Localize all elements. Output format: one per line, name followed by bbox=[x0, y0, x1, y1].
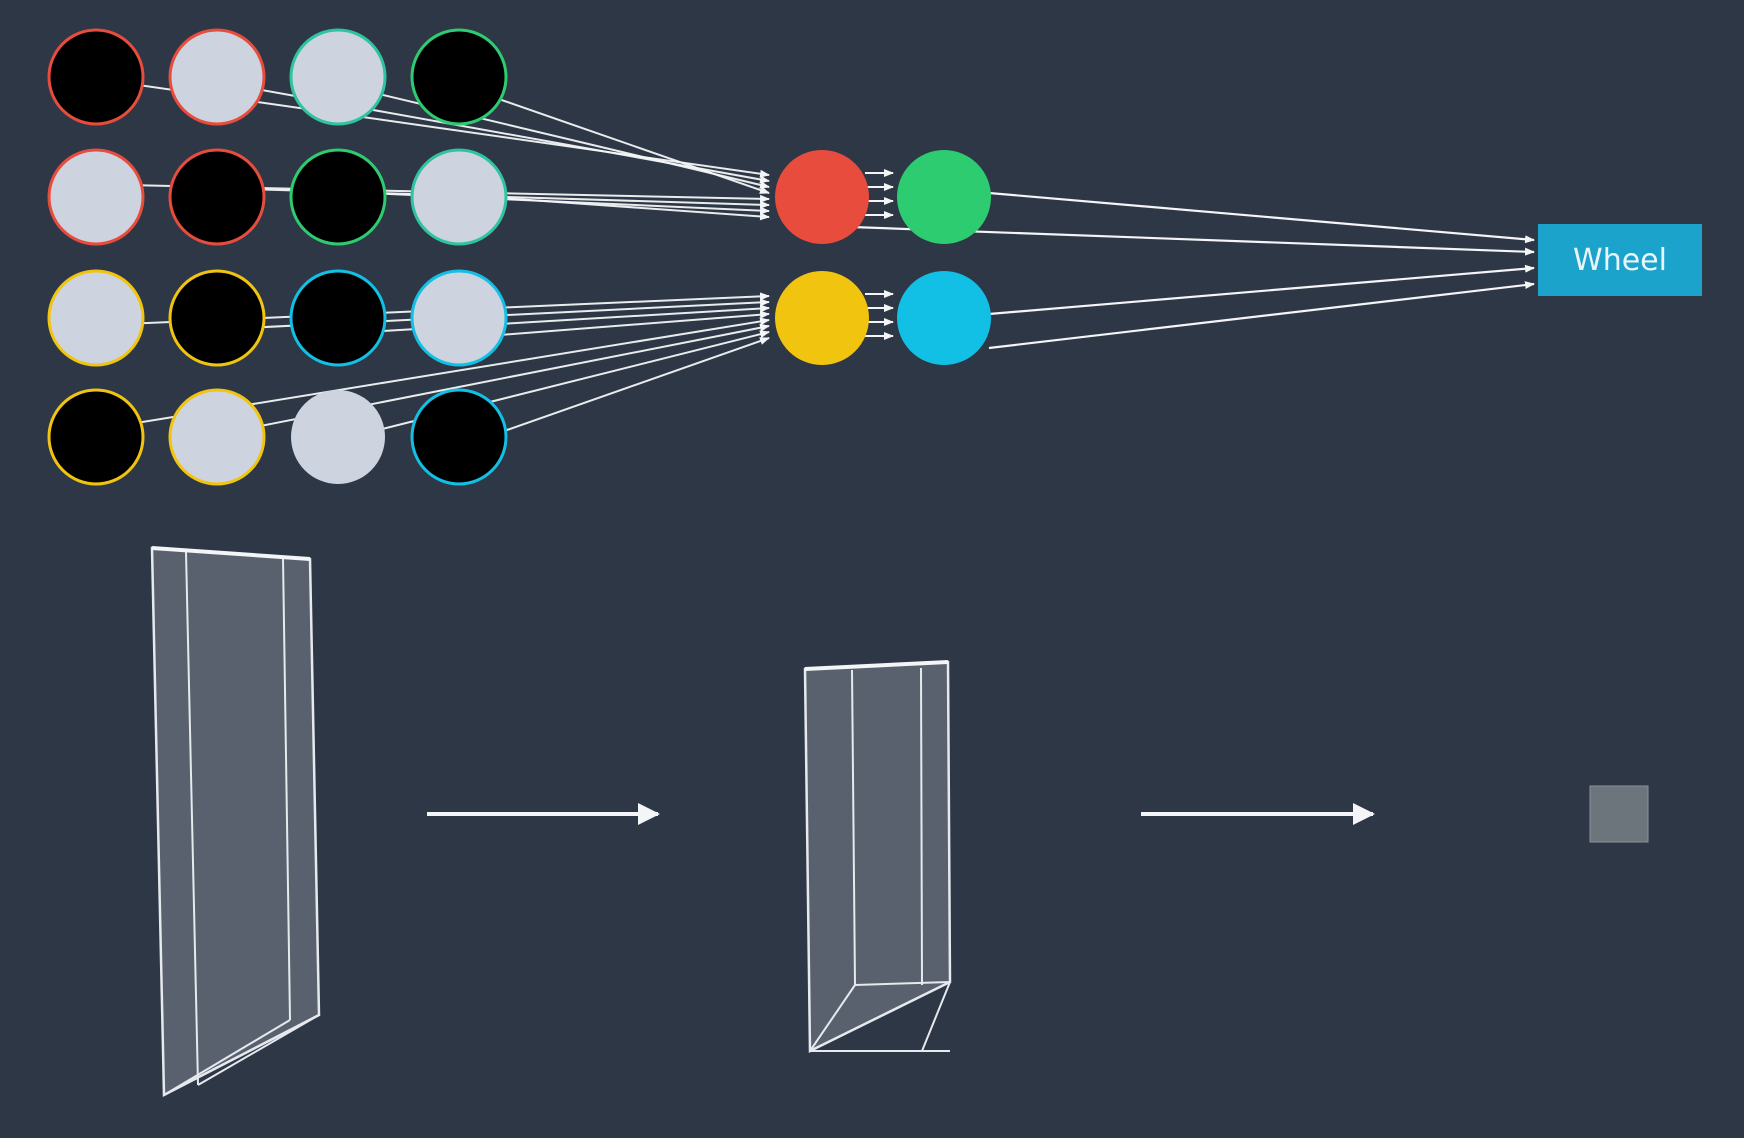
input-node-dark bbox=[47, 388, 145, 486]
tall-slab-top-edge bbox=[151, 546, 311, 561]
output-connection-line bbox=[988, 264, 1535, 316]
connection-lines bbox=[124, 82, 1535, 438]
wheel-label: Wheel bbox=[1573, 243, 1667, 278]
wheel-box-background bbox=[1538, 224, 1702, 296]
feature-node-yellow bbox=[775, 271, 869, 365]
input-node-light bbox=[289, 28, 387, 126]
tall-slab-edge-inner-left bbox=[185, 551, 199, 1086]
feature-node-cyan bbox=[897, 271, 991, 365]
output-wheel-box: Wheel bbox=[1538, 224, 1702, 296]
input-node-light bbox=[47, 148, 145, 246]
input-node-dark bbox=[168, 148, 266, 246]
tall-slab-edge-bottom-inner bbox=[197, 1014, 320, 1086]
tall-slab-front-face bbox=[150, 546, 321, 1098]
input-connection-line bbox=[486, 94, 770, 194]
input-node-dark bbox=[47, 28, 145, 126]
input-node-dark bbox=[168, 269, 266, 367]
input-node-light bbox=[47, 269, 145, 367]
medium-box-front-face bbox=[803, 660, 952, 1053]
input-node-dark bbox=[410, 28, 508, 126]
input-node-dark bbox=[410, 388, 508, 486]
output-connection-line bbox=[988, 281, 1535, 350]
medium-box-bottom-back bbox=[854, 981, 951, 986]
input-node-light bbox=[410, 269, 508, 367]
medium-box-volume bbox=[803, 660, 952, 1053]
tall-slab-edge-bottom-diag bbox=[163, 1019, 291, 1096]
input-node-light bbox=[291, 390, 385, 484]
medium-box-right-diag bbox=[921, 981, 951, 1052]
medium-box-top-edge bbox=[804, 660, 949, 671]
input-node-light bbox=[168, 28, 266, 126]
input-node-dark bbox=[289, 148, 387, 246]
tall-slab-volume bbox=[150, 546, 321, 1098]
tall-slab-edge-inner-right bbox=[282, 557, 291, 1021]
small-square-volume bbox=[1589, 785, 1649, 843]
medium-box-bottom-diag bbox=[809, 984, 856, 1052]
feature-node-green bbox=[897, 150, 991, 244]
input-node-light bbox=[168, 388, 266, 486]
input-connection-line bbox=[487, 196, 770, 221]
input-connection-line bbox=[486, 337, 770, 438]
medium-box-inner-left bbox=[851, 669, 856, 986]
feature-node-layer bbox=[775, 150, 991, 365]
input-node-grid bbox=[47, 28, 508, 486]
input-node-dark bbox=[289, 269, 387, 367]
output-connection-line bbox=[988, 191, 1535, 244]
input-node-light bbox=[410, 148, 508, 246]
feature-node-red bbox=[775, 150, 869, 244]
medium-box-inner-right bbox=[920, 667, 923, 986]
input-connection-line bbox=[487, 310, 770, 337]
